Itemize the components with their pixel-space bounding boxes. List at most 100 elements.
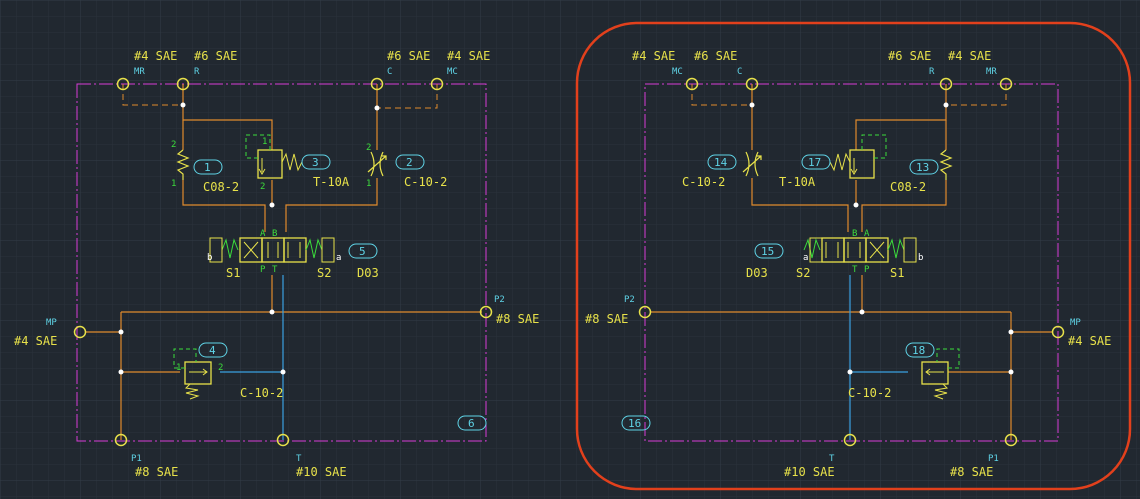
left-pr-port-1: 1 xyxy=(176,363,181,373)
right-junctions xyxy=(749,102,1014,375)
left-cv-port-1: 1 xyxy=(171,179,176,189)
right-port-t-size: #10 SAE xyxy=(784,465,835,479)
left-dv-end-a: a xyxy=(336,253,341,263)
left-balloon-3 xyxy=(301,154,331,170)
left-port-mr-name: MR xyxy=(134,67,145,77)
left-rv-pilot-1: 1 xyxy=(262,137,267,147)
right-dv-port-p: P xyxy=(864,265,870,275)
left-port-t-size: #10 SAE xyxy=(296,465,347,479)
right-dv-model: D03 xyxy=(746,266,768,280)
left-port-t-name: T xyxy=(296,454,302,464)
left-port-p2-name: P2 xyxy=(494,295,505,305)
left-port-mr-size: #4 SAE xyxy=(134,49,177,63)
right-nv-model: C-10-2 xyxy=(682,175,725,189)
left-dv-port-t: T xyxy=(272,265,278,275)
right-rv-model: T-10A xyxy=(779,175,816,189)
right-port-p2-name: P2 xyxy=(624,295,635,305)
right-dv-port-b: B xyxy=(852,229,857,239)
left-balloon-6 xyxy=(457,415,487,431)
right-port-c-size: #6 SAE xyxy=(694,49,737,63)
right-port-r-name: R xyxy=(929,67,935,77)
left-junctions xyxy=(118,102,380,375)
right-port-p2-size: #8 SAE xyxy=(585,312,628,326)
right-balloon-15 xyxy=(754,243,784,259)
right-balloon-16 xyxy=(621,415,651,431)
right-pr-model: C-10-2 xyxy=(848,386,891,400)
left-needle-valve: 2 1 2 C-10-2 xyxy=(366,143,447,189)
right-pressure-lines xyxy=(651,84,1052,440)
right-balloon-17 xyxy=(801,154,831,170)
left-pilot-line-mc xyxy=(377,84,438,109)
left-pr-model: C-10-2 xyxy=(240,386,283,400)
left-port-c-name: C xyxy=(387,67,392,77)
right-reducing-valve: 18 C-10-2 xyxy=(848,342,960,400)
left-pr-port-2: 2 xyxy=(218,363,223,373)
left-balloon-4 xyxy=(198,342,228,358)
right-dv-solenoid-s1: S1 xyxy=(890,266,904,280)
left-port-c-size: #6 SAE xyxy=(387,49,430,63)
right-tank-lines xyxy=(849,275,908,440)
highlight-rounded-box xyxy=(575,21,1132,491)
left-balloon-1-text: 1 xyxy=(204,161,211,174)
left-dv-port-b: B xyxy=(272,229,277,239)
right-balloon-18-text: 18 xyxy=(912,344,925,357)
left-port-p2-size: #8 SAE xyxy=(496,312,539,326)
right-dv-port-a: A xyxy=(864,229,870,239)
left-block-frame xyxy=(76,83,487,442)
right-dv-end-a: a xyxy=(803,253,808,263)
right-port-mc-name: MC xyxy=(672,67,683,77)
right-port-r-size: #6 SAE xyxy=(888,49,931,63)
right-pilot-line-mr xyxy=(946,84,1007,106)
left-port-p1-size: #8 SAE xyxy=(135,465,178,479)
left-directional-valve: b a A B P T S1 S2 5 D03 xyxy=(207,229,379,280)
right-needle-valve: 14 C-10-2 xyxy=(682,151,762,189)
left-balloon-2-text: 2 xyxy=(406,156,413,169)
right-balloon-18 xyxy=(905,342,935,358)
left-schematic: #4 SAE MR #6 SAE R #6 SAE C #4 SAE MC #4… xyxy=(14,49,539,479)
right-cv-model: C08-2 xyxy=(890,180,926,194)
right-port-mr-name: MR xyxy=(986,67,997,77)
right-port-c-name: C xyxy=(737,67,742,77)
left-dv-port-a: A xyxy=(260,229,266,239)
right-port-mp-size: #4 SAE xyxy=(1068,334,1111,348)
right-port-circles xyxy=(638,77,1065,447)
left-port-r-name: R xyxy=(194,67,200,77)
left-port-mc-size: #4 SAE xyxy=(447,49,490,63)
left-dv-solenoid-s1: S1 xyxy=(226,266,240,280)
right-port-p1-size: #8 SAE xyxy=(950,465,993,479)
right-directional-valve: a b B A T P S2 S1 15 D03 xyxy=(746,229,923,280)
right-relief-valve: 17 T-10A xyxy=(779,134,887,189)
left-pilot-line-mr xyxy=(122,84,183,106)
left-dv-model: D03 xyxy=(357,266,379,280)
right-dv-solenoid-s2: S2 xyxy=(796,266,810,280)
left-nv-model: C-10-2 xyxy=(404,175,447,189)
left-relief-valve: 1 2 3 T-10A xyxy=(245,134,350,192)
left-rv-model: T-10A xyxy=(313,175,350,189)
left-dv-end-b: b xyxy=(207,253,212,263)
left-rv-port-2: 2 xyxy=(260,182,265,192)
right-port-mc-size: #4 SAE xyxy=(632,49,675,63)
left-port-mp-size: #4 SAE xyxy=(14,334,57,348)
right-balloon-17-text: 17 xyxy=(808,156,821,169)
left-balloon-3-text: 3 xyxy=(312,156,319,169)
left-port-p1-name: P1 xyxy=(131,454,142,464)
right-dv-end-b: b xyxy=(918,253,923,263)
left-cv-model: C08-2 xyxy=(203,180,239,194)
right-balloon-14 xyxy=(707,154,737,170)
right-port-t-name: T xyxy=(829,454,835,464)
right-pilot-line-mc xyxy=(691,84,752,106)
right-port-mr-size: #4 SAE xyxy=(948,49,991,63)
left-dv-port-p: P xyxy=(260,265,266,275)
left-balloon-1 xyxy=(193,159,223,175)
right-balloon-13 xyxy=(909,159,939,175)
right-dv-port-t: T xyxy=(852,265,858,275)
left-balloon-2 xyxy=(395,154,425,170)
right-port-p1-name: P1 xyxy=(988,454,999,464)
left-port-r-size: #6 SAE xyxy=(194,49,237,63)
left-dv-solenoid-s2: S2 xyxy=(317,266,331,280)
left-tank-lines xyxy=(220,275,284,440)
left-balloon-6-text: 6 xyxy=(468,417,475,430)
left-balloon-5-text: 5 xyxy=(359,245,366,258)
